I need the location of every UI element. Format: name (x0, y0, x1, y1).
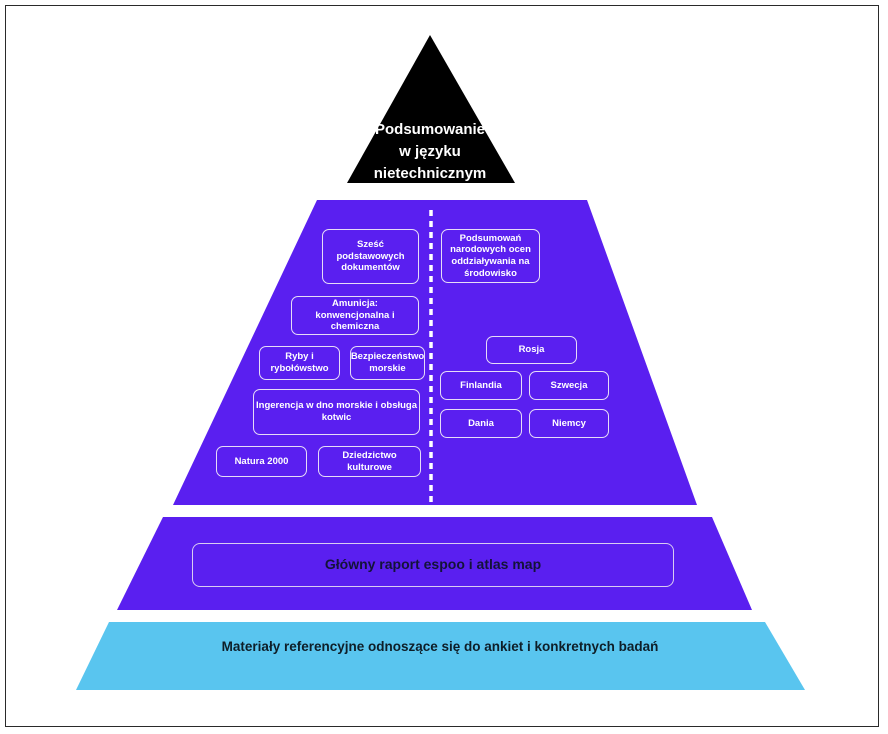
core-documents-box: Sześć podstawowych dokumentów (322, 229, 419, 284)
ammunition-box: Amunicja: konwencjonalna i chemiczna (291, 296, 419, 335)
apex-title: Podsumowanie w języku nietechnicznym (360, 121, 500, 183)
russia-box: Rosja (486, 336, 577, 364)
denmark-box: Dania (440, 409, 522, 438)
reference-base-band (76, 622, 805, 690)
apex-title-line1: Podsumowanie (374, 121, 486, 139)
maritime-safety-box: Bezpieczeństwo morskie (350, 346, 425, 380)
natura-2000-box: Natura 2000 (216, 446, 307, 477)
reference-materials-label: Materiały referencyjne odnoszące się do … (221, 638, 659, 654)
middle-trapezoid (173, 200, 697, 505)
apex-title-line3: nietechnicznym (373, 164, 487, 182)
sweden-box: Szwecja (529, 371, 609, 400)
fisheries-box: Ryby i rybołówstwo (259, 346, 340, 380)
cultural-heritage-box: Dziedzictwo kulturowe (318, 446, 421, 477)
apex-triangle (347, 35, 515, 183)
seabed-interference-box: Ingerencja w dno morskie i obsługa kotwi… (253, 389, 420, 435)
germany-box: Niemcy (529, 409, 609, 438)
national-summaries-box: Podsumowań narodowych ocen oddziaływania… (441, 229, 540, 283)
main-report-box: Główny raport espoo i atlas map (192, 543, 674, 587)
finland-box: Finlandia (440, 371, 522, 400)
apex-title-line2: w języku (399, 143, 461, 161)
